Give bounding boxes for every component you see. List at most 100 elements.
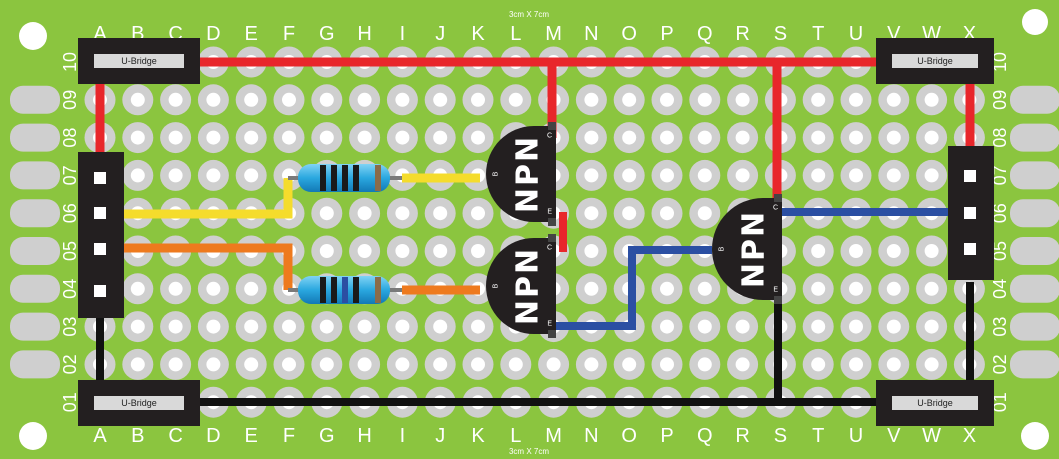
pad bbox=[122, 122, 154, 154]
pad bbox=[235, 273, 267, 305]
pad bbox=[273, 122, 305, 154]
column-label-top: R bbox=[735, 23, 749, 45]
pad bbox=[160, 122, 192, 154]
resistor-band bbox=[331, 277, 337, 303]
transistor-label: NPN bbox=[511, 247, 546, 325]
pad bbox=[727, 348, 759, 380]
pad bbox=[122, 159, 154, 191]
u-bridge-label: U-Bridge bbox=[121, 398, 157, 408]
wires bbox=[95, 57, 975, 406]
pad bbox=[840, 311, 872, 343]
pad bbox=[197, 273, 229, 305]
header-pin bbox=[94, 285, 106, 297]
pad bbox=[689, 122, 721, 154]
pad bbox=[122, 311, 154, 343]
row-label-left: 05 bbox=[60, 241, 80, 261]
pad bbox=[651, 122, 683, 154]
pad bbox=[311, 122, 343, 154]
pad bbox=[689, 273, 721, 305]
pad bbox=[689, 197, 721, 229]
u-bridge-top-left: U-Bridge bbox=[78, 38, 200, 84]
column-label-bottom: S bbox=[774, 425, 787, 447]
pad bbox=[802, 311, 834, 343]
board-size-label-top: 3cm X 7cm bbox=[509, 10, 549, 19]
row-label-left: 07 bbox=[60, 165, 80, 185]
column-label-bottom: T bbox=[812, 425, 824, 447]
resistor-band bbox=[320, 277, 326, 303]
pad bbox=[424, 84, 456, 116]
pad bbox=[840, 348, 872, 380]
pad bbox=[575, 235, 607, 267]
pin-header-right bbox=[948, 146, 994, 280]
pin-label-collector: C bbox=[773, 205, 778, 212]
pad bbox=[235, 84, 267, 116]
u-bridge-top-right: U-Bridge bbox=[876, 38, 994, 84]
pad bbox=[462, 122, 494, 154]
pad bbox=[840, 273, 872, 305]
pad bbox=[500, 348, 532, 380]
column-label-top: F bbox=[283, 23, 295, 45]
column-label-bottom: D bbox=[206, 425, 220, 447]
column-label-top: I bbox=[400, 23, 406, 45]
resistor-band bbox=[375, 165, 381, 191]
pad bbox=[160, 159, 192, 191]
pad bbox=[802, 84, 834, 116]
pad bbox=[878, 348, 910, 380]
pad bbox=[651, 273, 683, 305]
pin-header-left bbox=[78, 152, 124, 318]
column-label-top: E bbox=[245, 23, 258, 45]
pad bbox=[878, 159, 910, 191]
pad bbox=[122, 348, 154, 380]
pad bbox=[840, 84, 872, 116]
u-bridge-label: U-Bridge bbox=[121, 56, 157, 66]
column-label-bottom: M bbox=[545, 425, 562, 447]
resistor-band bbox=[375, 277, 381, 303]
edge-slot-right bbox=[1010, 312, 1059, 341]
row-label-right: 08 bbox=[990, 128, 1010, 148]
pad bbox=[613, 159, 645, 191]
transistor-label: NPN bbox=[737, 210, 772, 288]
header-pin bbox=[964, 170, 976, 182]
column-label-bottom: W bbox=[922, 425, 941, 447]
column-label-bottom: U bbox=[849, 425, 863, 447]
column-label-top: M bbox=[545, 23, 562, 45]
pad bbox=[349, 311, 381, 343]
header-pin bbox=[94, 172, 106, 184]
column-label-top: L bbox=[510, 23, 521, 45]
mounting-hole-top-left bbox=[19, 22, 47, 50]
wire-signal-a bbox=[124, 178, 293, 219]
pad bbox=[575, 84, 607, 116]
row-label-left: 03 bbox=[60, 317, 80, 337]
row-label-left: 10 bbox=[60, 52, 80, 72]
column-label-bottom: K bbox=[471, 425, 485, 447]
pad bbox=[802, 273, 834, 305]
pad bbox=[122, 84, 154, 116]
column-label-top: S bbox=[774, 23, 787, 45]
pad bbox=[197, 122, 229, 154]
wire-link-q2-q3 bbox=[556, 246, 712, 330]
pad bbox=[349, 122, 381, 154]
column-label-bottom: J bbox=[435, 425, 445, 447]
row-label-left: 01 bbox=[60, 392, 80, 412]
edge-slot-right bbox=[1010, 85, 1059, 114]
pad bbox=[575, 122, 607, 154]
pad bbox=[424, 122, 456, 154]
row-label-left: 09 bbox=[60, 90, 80, 110]
row-label-right: 06 bbox=[990, 203, 1010, 223]
pad bbox=[840, 122, 872, 154]
column-label-top: O bbox=[621, 23, 637, 45]
pad bbox=[235, 311, 267, 343]
pad bbox=[878, 311, 910, 343]
pad bbox=[349, 197, 381, 229]
pad bbox=[160, 311, 192, 343]
pad bbox=[689, 348, 721, 380]
edge-slot-left bbox=[10, 312, 60, 341]
pad bbox=[197, 311, 229, 343]
column-label-bottom: L bbox=[510, 425, 521, 447]
pad bbox=[273, 348, 305, 380]
pad bbox=[613, 122, 645, 154]
pad bbox=[916, 235, 948, 267]
pad bbox=[424, 197, 456, 229]
